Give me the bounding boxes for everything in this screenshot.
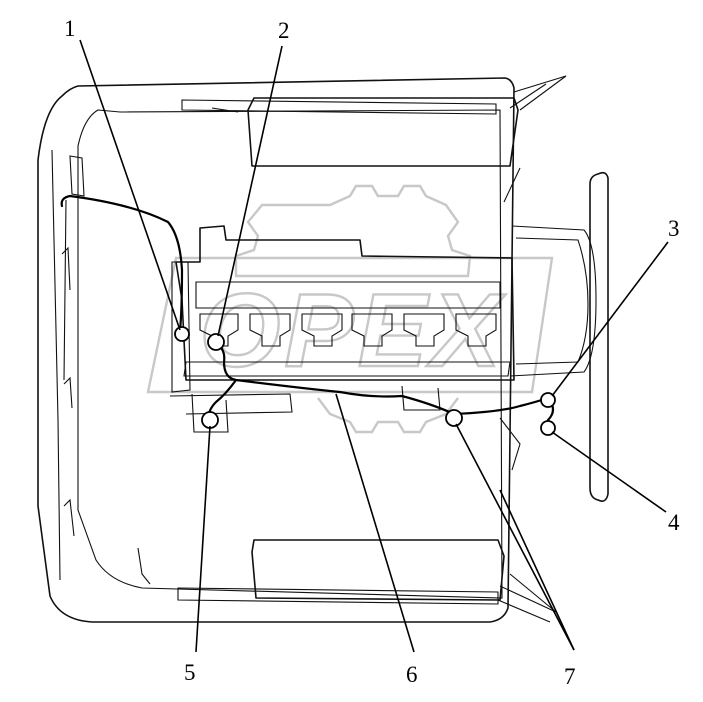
flywheel <box>589 171 609 502</box>
watermark-text: OPEX <box>200 273 507 389</box>
connector-2[interactable] <box>207 333 225 351</box>
cylinder-lug-3 <box>301 313 343 347</box>
cylinder-lug-5 <box>403 313 445 347</box>
connection-points <box>174 326 556 436</box>
connector-7[interactable] <box>445 409 463 427</box>
engine-foot-left <box>191 393 229 433</box>
engine-right-bracket <box>499 167 521 471</box>
engine-side-panel <box>169 261 293 415</box>
rear-corner-marks <box>137 547 151 585</box>
leader-1 <box>79 39 181 331</box>
cylinder-lug-1 <box>199 313 239 347</box>
cab-inner-outline <box>77 109 503 599</box>
leader-lines <box>79 39 669 653</box>
connector-3[interactable] <box>540 392 556 408</box>
cylinder-lug-6 <box>455 313 497 347</box>
flywheel-outline <box>589 171 609 502</box>
upper-tank <box>181 75 567 167</box>
engine <box>169 167 597 471</box>
cab-outline <box>37 77 515 623</box>
left-wall <box>51 149 85 581</box>
leader-2 <box>217 45 283 337</box>
engine-right-housing <box>509 225 597 377</box>
leader-3 <box>551 241 669 397</box>
cylinder-lugs <box>199 313 497 347</box>
leader-7b <box>499 489 575 651</box>
callout-4: 4 <box>668 510 680 535</box>
watermark: OPEX <box>146 184 554 434</box>
callout-labels: 1 2 3 4 5 6 7 <box>64 16 680 689</box>
leader-7a <box>455 423 575 651</box>
cab-body <box>37 77 515 623</box>
upper-bracket <box>509 75 567 111</box>
connector-1[interactable] <box>174 326 190 342</box>
engine-rail <box>183 361 511 377</box>
callout-5: 5 <box>184 660 196 685</box>
connector-5[interactable] <box>201 411 219 429</box>
leader-6 <box>335 393 415 653</box>
leader-4 <box>551 431 667 513</box>
callout-3: 3 <box>668 216 680 241</box>
callout-2: 2 <box>278 18 290 43</box>
harness-left-branch <box>60 194 184 334</box>
left-brackets <box>61 246 75 537</box>
callout-6: 6 <box>406 662 418 687</box>
lower-tank-outline <box>251 539 505 601</box>
leader-5 <box>195 425 211 653</box>
upper-tank-outline <box>247 97 519 167</box>
callout-1: 1 <box>64 16 76 41</box>
watermark-gear <box>234 184 472 278</box>
callout-7: 7 <box>564 664 576 689</box>
watermark-banner <box>146 256 554 394</box>
cylinder-lug-4 <box>351 313 393 347</box>
upper-tank-strip <box>181 99 497 115</box>
harness-main-trunk <box>212 340 550 416</box>
lower-tank-strip <box>177 587 499 605</box>
connector-4[interactable] <box>540 420 556 436</box>
cylinder-lug-2 <box>249 313 291 347</box>
lower-tank <box>177 539 557 623</box>
engine-valve-cover <box>195 281 501 309</box>
engine-foot-right <box>401 385 441 411</box>
watermark-gear-lower <box>317 397 459 434</box>
